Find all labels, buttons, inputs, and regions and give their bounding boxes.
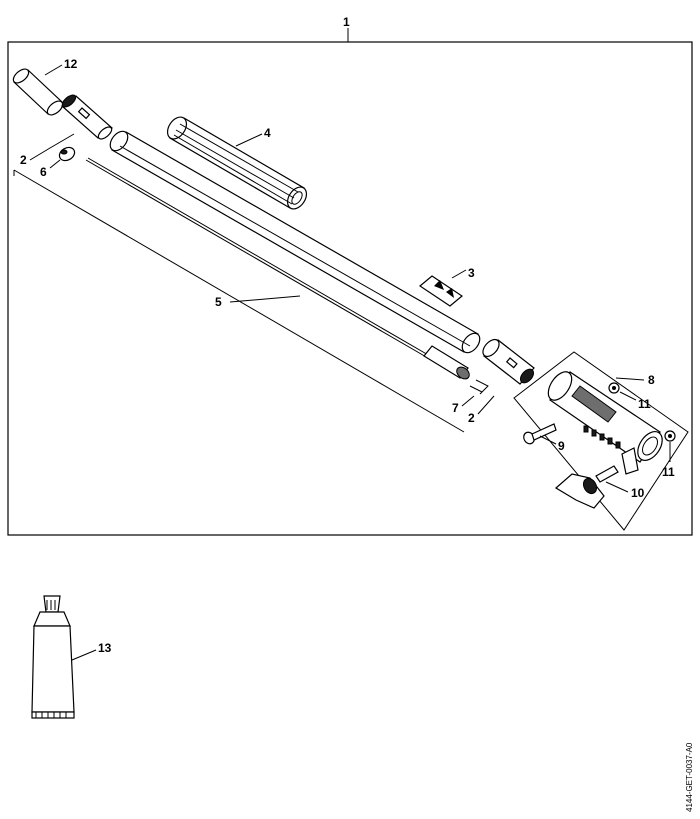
callout-12[interactable]: 12 — [64, 57, 78, 71]
callout-2-right[interactable]: 2 — [468, 411, 475, 425]
document-id: 4144-GET-0037-A0 — [685, 742, 694, 812]
callout-3[interactable]: 3 — [468, 266, 475, 280]
part-2-coupling-left[interactable] — [60, 93, 113, 141]
part-10-wing-screw[interactable] — [554, 465, 619, 509]
callout-11-top[interactable]: 11 — [638, 397, 651, 411]
callout-8[interactable]: 8 — [648, 373, 655, 387]
part-12-sleeve[interactable] — [11, 66, 65, 117]
callout-4[interactable]: 4 — [264, 126, 271, 140]
callout-6[interactable]: 6 — [40, 165, 47, 179]
callout-1[interactable]: 1 — [343, 15, 350, 29]
part-9-screw[interactable] — [522, 423, 557, 446]
part-7-clip[interactable] — [469, 379, 489, 395]
part-4-grip-hose[interactable] — [164, 114, 311, 213]
part-5-drive-shaft[interactable] — [85, 157, 472, 381]
part-5-drive-tube[interactable] — [107, 128, 484, 356]
part-13-grease-tube[interactable] — [31, 595, 75, 719]
part-8-handle-housing[interactable] — [544, 368, 668, 475]
callout-11-right[interactable]: 11 — [662, 465, 675, 479]
callout-10[interactable]: 10 — [631, 486, 645, 500]
part-11-nut-top[interactable] — [608, 382, 620, 394]
part-3-label[interactable] — [418, 275, 464, 307]
callout-13[interactable]: 13 — [98, 641, 112, 655]
callout-9[interactable]: 9 — [558, 439, 565, 453]
part-6-bushing[interactable] — [57, 145, 77, 163]
callout-2-left[interactable]: 2 — [20, 153, 27, 167]
part-11-nut-right[interactable] — [664, 430, 676, 442]
callout-5[interactable]: 5 — [215, 295, 222, 309]
callout-7[interactable]: 7 — [452, 401, 459, 415]
assembly-frame — [7, 41, 693, 536]
part-2-coupling-right[interactable] — [480, 337, 536, 386]
